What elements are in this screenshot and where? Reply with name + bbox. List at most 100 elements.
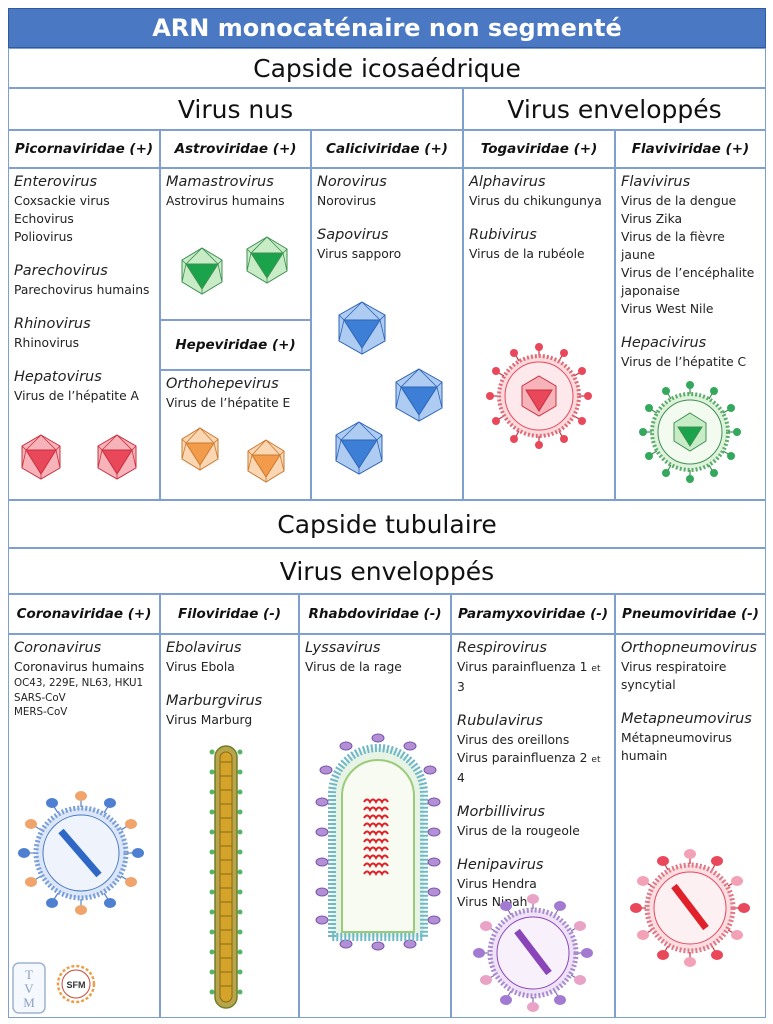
tvm-logo: T V M — [12, 962, 46, 1014]
family-coronaviridae: Coronaviridae (+) — [8, 594, 160, 634]
genus-label: Rhinovirus — [14, 316, 91, 332]
enveloped-virus-heading: Virus enveloppés — [463, 88, 766, 130]
flavivirus-envelope-illustration — [639, 381, 741, 483]
virus-name: Norovirus — [317, 194, 376, 208]
pneumovirus-illustration — [630, 849, 750, 967]
virus-name: Coronavirus humains — [14, 660, 145, 674]
astrovirus-capsid-illustration — [181, 247, 223, 295]
paramyxovirus-illustration — [473, 894, 593, 1012]
svg-text:V: V — [24, 981, 34, 996]
virus-name: Poliovirus — [14, 230, 73, 244]
virus-name: Virus de la dengue — [621, 194, 737, 208]
genus-label: Metapneumovirus — [621, 711, 752, 727]
svg-text:SFM: SFM — [67, 980, 86, 990]
virus-name: Virus de l’hépatite E — [166, 396, 291, 410]
rhabdovirus-illustration — [315, 733, 441, 951]
virus-name: Virus du chikungunya — [469, 194, 602, 208]
genus-label: Norovirus — [317, 174, 387, 190]
picornavirus-capsid-illustration — [21, 434, 61, 480]
strain-list: MERS-CoV — [14, 706, 68, 718]
virus-name: Echovirus — [14, 212, 74, 226]
togaviridae-content: Alphavirus Virus du chikungunya Rubiviru… — [463, 168, 615, 500]
virus-name: Virus Zika — [621, 212, 683, 226]
genus-label: Parechovirus — [14, 263, 108, 279]
family-flaviviridae: Flaviviridae (+) — [615, 130, 766, 168]
svg-text:T: T — [25, 967, 33, 982]
virus-name: Virus des oreillons — [457, 733, 570, 747]
genus-label: Rubulavirus — [457, 713, 543, 729]
main-title: ARN monocaténaire non segmenté — [8, 8, 766, 48]
hepevirus-capsid-illustration — [247, 439, 285, 483]
picornavirus-capsid-illustration — [97, 434, 137, 480]
togavirus-envelope-illustration — [486, 343, 592, 449]
calicivirus-capsid-illustration — [335, 421, 383, 475]
virus-name: Virus de la rougeole — [457, 824, 580, 838]
family-filoviridae: Filoviridae (-) — [160, 594, 299, 634]
virus-name: Virus de l’hépatite C — [621, 355, 747, 369]
genus-label: Sapovirus — [317, 227, 389, 243]
genus-label: Hepatovirus — [14, 369, 102, 385]
virus-name: Virus de la rubéole — [469, 247, 585, 261]
hepevirus-capsid-illustration — [181, 427, 219, 471]
genus-label: Respirovirus — [457, 640, 547, 656]
virus-name: Virus West Nile — [621, 302, 714, 316]
family-caliciviridae: Caliciviridae (+) — [311, 130, 463, 168]
virus-name: Virus respiratoire — [621, 660, 727, 674]
virus-name: Virus Hendra — [457, 877, 537, 891]
genus-label: Hepacivirus — [621, 335, 707, 351]
virus-name: Virus Ebola — [166, 660, 235, 674]
coronavirus-illustration — [18, 791, 144, 915]
calicivirus-capsid-illustration — [338, 301, 386, 355]
virus-name: Rhinovirus — [14, 336, 80, 350]
virus-name: Virus Marburg — [166, 713, 253, 727]
family-pneumoviridae: Pneumoviridae (-) — [615, 594, 766, 634]
virus-name: Métapneumovirus — [621, 731, 732, 745]
astrovirus-capsid-illustration — [246, 236, 288, 284]
virus-name: Parechovirus humains — [14, 283, 150, 297]
virus-name: Virus de l’encéphalite — [621, 266, 755, 280]
svg-text:M: M — [23, 995, 35, 1010]
filovirus-illustration — [209, 745, 243, 1009]
hepeviridae-content: Orthohepevirus Virus de l’hépatite E — [160, 370, 311, 500]
strain-list: OC43, 229E, NL63, HKU1 — [14, 677, 144, 689]
virus-name: Virus sapporo — [317, 247, 402, 261]
virus-name: Virus parainfluenza 2 et 4 — [457, 751, 601, 785]
tubular-enveloped-heading: Virus enveloppés — [8, 548, 766, 594]
virus-name: syncytial — [621, 678, 676, 692]
genus-label: Ebolavirus — [166, 640, 242, 656]
sfm-logo: SFM — [56, 964, 96, 1004]
genus-label: Orthopneumovirus — [621, 640, 757, 656]
genus-label: Orthohepevirus — [166, 376, 279, 392]
virus-name: Virus de la fièvre jaune — [621, 230, 725, 262]
genus-label: Mamastrovirus — [166, 174, 274, 190]
family-paramyxoviridae: Paramyxoviridae (-) — [451, 594, 615, 634]
genus-label: Rubivirus — [469, 227, 537, 243]
virus-name: japonaise — [621, 284, 680, 298]
family-togaviridae: Togaviridae (+) — [463, 130, 615, 168]
virus-name: Virus parainfluenza 1 et 3 — [457, 660, 601, 694]
genus-label: Marburgvirus — [166, 693, 263, 709]
virus-name: Virus de l’hépatite A — [14, 389, 139, 403]
family-picornaviridae: Picornaviridae (+) — [8, 130, 160, 168]
virus-name: Virus de la rage — [305, 660, 402, 674]
genus-label: Henipavirus — [457, 857, 544, 873]
family-astroviridae: Astroviridae (+) — [160, 130, 311, 168]
genus-label: Coronavirus — [14, 640, 102, 656]
genus-label: Lyssavirus — [305, 640, 381, 656]
virus-name: humain — [621, 749, 668, 763]
tubular-capsid-heading: Capside tubulaire — [8, 500, 766, 548]
family-rhabdoviridae: Rhabdoviridae (-) — [299, 594, 451, 634]
astroviridae-content: Mamastrovirus Astrovirus humains — [160, 168, 311, 320]
genus-label: Flavivirus — [621, 174, 691, 190]
icosahedral-capsid-heading: Capside icosaédrique — [8, 48, 766, 88]
family-hepeviridae: Hepeviridae (+) — [160, 320, 311, 370]
strain-list: SARS-CoV — [14, 691, 66, 704]
virus-name: Coxsackie virus — [14, 194, 110, 208]
calicivirus-capsid-illustration — [395, 368, 443, 422]
genus-label: Alphavirus — [469, 174, 546, 190]
virus-name: Astrovirus humains — [166, 194, 285, 208]
genus-label: Morbillivirus — [457, 804, 545, 820]
naked-virus-heading: Virus nus — [8, 88, 463, 130]
genus-label: Enterovirus — [14, 174, 98, 190]
